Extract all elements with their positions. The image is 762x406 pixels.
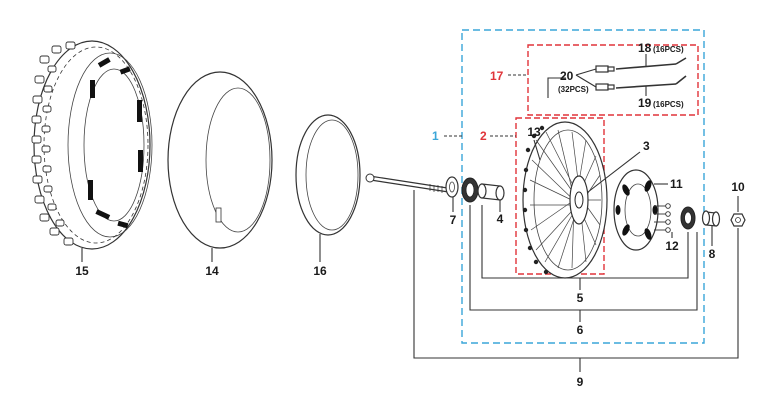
hub [569, 175, 589, 225]
leader-lines [81, 54, 739, 372]
spoke-19 [615, 75, 687, 89]
spacer-4 [477, 183, 505, 201]
label-20-qty: (32PCS) [558, 85, 589, 94]
spacer-right [701, 210, 721, 227]
label-20: 20 [560, 69, 574, 83]
label-11: 11 [670, 177, 683, 191]
label-19: 19 [638, 96, 652, 110]
spoke-18 [615, 57, 687, 70]
label-12: 12 [665, 239, 679, 253]
label-19-qty: (16PCS) [653, 100, 684, 109]
label-1: 1 [432, 129, 439, 143]
label-18-qty: (16PCS) [653, 45, 684, 54]
axle [365, 173, 451, 193]
axle-nut [730, 213, 746, 227]
bearing-right [680, 206, 696, 230]
group-box-17 [527, 44, 699, 116]
label-18: 18 [638, 41, 652, 55]
label-2: 2 [480, 129, 487, 143]
label-8: 8 [709, 247, 716, 261]
label-14: 14 [205, 264, 219, 278]
label-15: 15 [75, 264, 89, 278]
label-4: 4 [497, 212, 504, 226]
nipple-20 [595, 65, 615, 91]
brake-disc [613, 169, 659, 251]
label-9: 9 [577, 375, 584, 389]
label-7: 7 [450, 213, 457, 227]
inner-tube [167, 71, 273, 249]
disc-bolts [654, 203, 671, 233]
group-box-1 [461, 29, 705, 344]
label-13: 13 [527, 125, 541, 139]
label-6: 6 [577, 323, 584, 337]
label-5: 5 [577, 291, 584, 305]
label-16: 16 [313, 264, 327, 278]
label-10: 10 [731, 180, 745, 194]
seal-left [445, 176, 459, 198]
label-17: 17 [490, 69, 504, 83]
label-3: 3 [643, 139, 650, 153]
tire [31, 40, 153, 250]
rim-strip [295, 114, 361, 236]
bearing-left [461, 177, 479, 203]
